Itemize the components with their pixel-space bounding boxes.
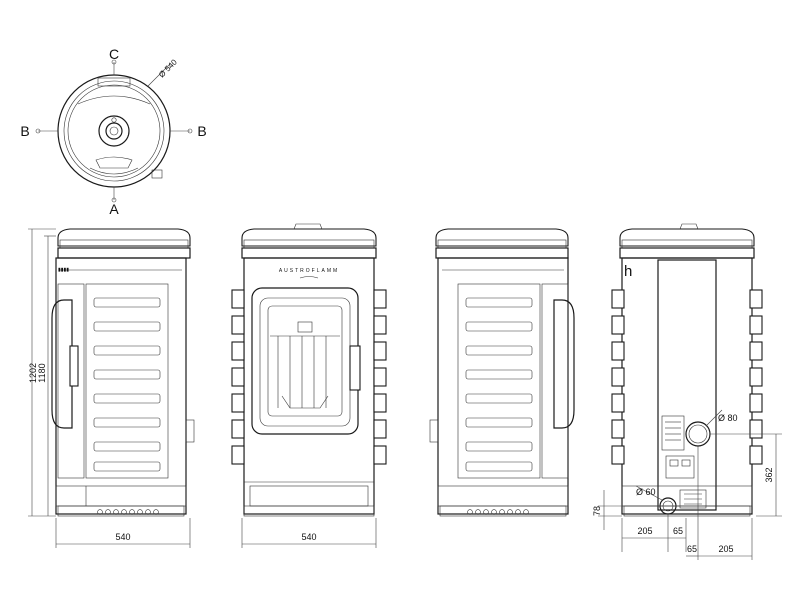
height-body-label: 1180	[37, 363, 47, 382]
front-view: AUSTROFLAMM 540	[231, 223, 387, 548]
offset-mid-top-label: 65	[673, 526, 683, 536]
height-flue-label: 362	[764, 467, 774, 482]
width-left-label: 540	[115, 532, 130, 542]
side-left-tag: ▮▮▮▮	[58, 267, 69, 273]
offset-mid-bottom-label: 65	[687, 544, 697, 554]
offset-left-label: 205	[637, 526, 652, 536]
rear-view: h Ø 80	[592, 223, 782, 560]
flue-diameter-label: Ø 80	[718, 413, 738, 423]
offset-right-label: 205	[718, 544, 733, 554]
label-a: A	[109, 201, 119, 217]
label-c: C	[109, 46, 119, 62]
label-b-right: B	[197, 123, 206, 139]
label-b-left: B	[20, 123, 29, 139]
air-diameter-label: Ø 60	[636, 487, 656, 497]
side-view-left: ▮▮▮▮ 1202 1180 540	[28, 228, 195, 548]
brand-label: AUSTROFLAMM	[279, 268, 339, 274]
top-view: C A B B Ø 540	[20, 46, 206, 217]
top-diameter-label: Ø 540	[157, 57, 179, 79]
side-view-right	[429, 228, 575, 517]
width-front-label: 540	[301, 532, 316, 542]
rear-marker: h	[624, 263, 632, 280]
height-total-label: 1202	[28, 363, 38, 383]
height-air-label: 78	[592, 506, 602, 516]
